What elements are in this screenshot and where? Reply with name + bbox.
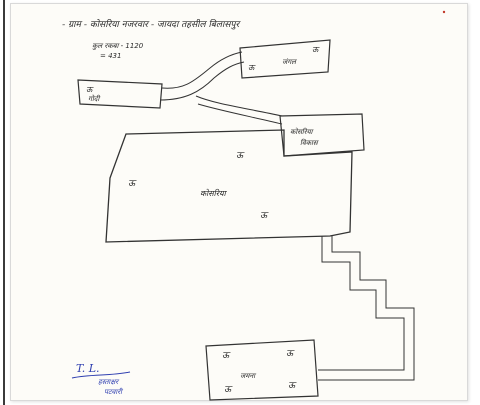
right-box-label-1: कोसरिया (290, 127, 314, 136)
bottom-box-label: जमना (240, 372, 256, 380)
tree-mark: ऊ (236, 151, 245, 161)
signature-line-2: हस्ताक्षर (98, 378, 120, 386)
road-line (161, 51, 243, 89)
left-box (77, 79, 163, 109)
area-line-1: कुल रकबा - 1120 (92, 42, 144, 50)
left-box-label: गोदी (88, 94, 100, 103)
tree-mark: ऊ (248, 63, 256, 72)
road-line (195, 95, 283, 117)
tree-mark: ऊ (222, 351, 231, 361)
road-line (159, 61, 245, 101)
tree-mark: ऊ (288, 381, 297, 391)
signature: T. L. हस्ताक्षर पटवारी (71, 362, 131, 396)
area-line-2: = 431 (100, 52, 121, 60)
tree-mark: ऊ (128, 179, 137, 189)
main-area-label: कोसरिया (200, 188, 228, 198)
right-box (279, 113, 365, 157)
top-right-box-label: जंगल (282, 58, 297, 66)
title-line: - ग्राम - कोसरिया नजरवार - जायदा तहसील ब… (62, 18, 242, 30)
bottom-box (205, 339, 319, 401)
signature-stroke (71, 371, 131, 379)
tree-mark: ऊ (286, 349, 295, 359)
tree-mark: ऊ (86, 85, 94, 94)
tree-mark: ऊ (312, 45, 320, 54)
tree-mark: ऊ (260, 211, 269, 221)
road-line (318, 236, 405, 371)
red-dot (442, 10, 446, 14)
tree-mark: ऊ (224, 385, 233, 395)
signature-line-3: पटवारी (104, 387, 123, 396)
paper-sheet (10, 3, 468, 401)
road-line (318, 236, 415, 381)
main-area-outline (105, 129, 353, 243)
scan-edge (3, 0, 5, 405)
right-box-label-2: विकास (300, 138, 319, 147)
signature-line-1: T. L. (76, 362, 100, 375)
road-line (197, 103, 283, 125)
top-right-box (239, 39, 331, 79)
